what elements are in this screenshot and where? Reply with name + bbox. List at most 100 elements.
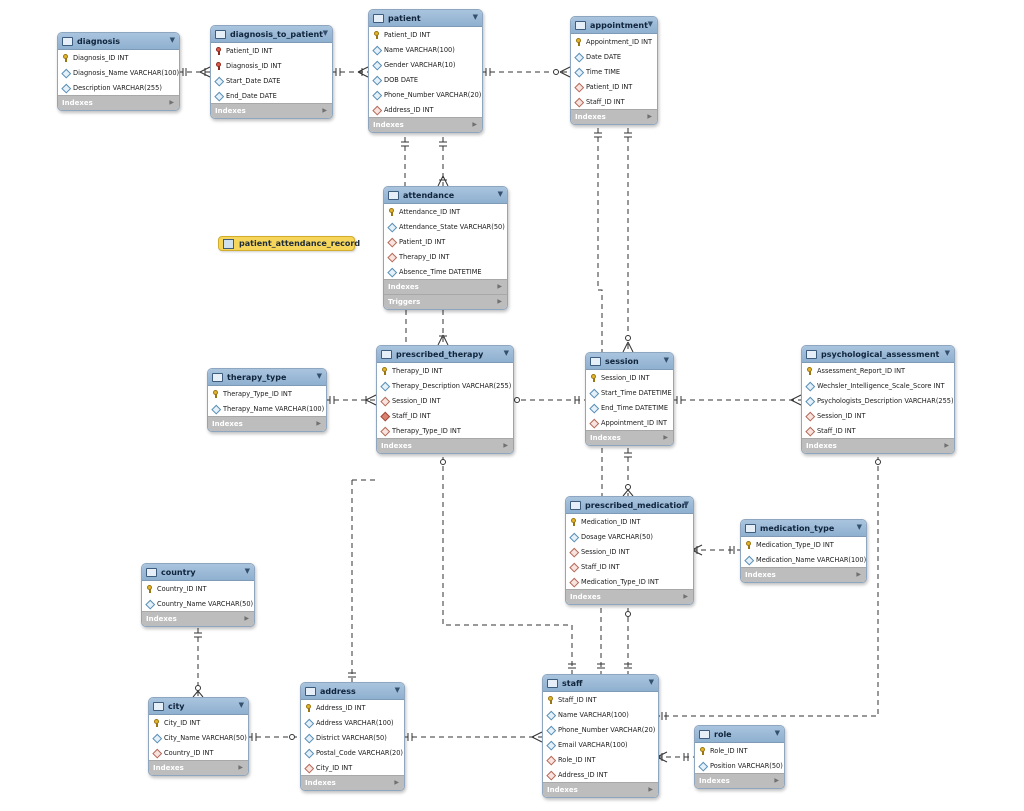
expand-arrow-icon[interactable]: ▶ [503, 442, 508, 449]
column-row[interactable]: Role_ID INT [695, 743, 784, 758]
footer-indexes[interactable]: Indexes▶ [802, 438, 954, 453]
column-row[interactable]: Patient_ID INT [384, 234, 507, 249]
table-header[interactable]: country▼ [142, 564, 254, 581]
collapse-arrow-icon[interactable]: ▼ [472, 13, 478, 21]
expand-arrow-icon[interactable]: ▶ [774, 777, 779, 784]
column-row[interactable]: Gender VARCHAR(10) [369, 57, 482, 72]
column-row[interactable]: Therapy_Description VARCHAR(255) [377, 378, 513, 393]
table-header[interactable]: address▼ [301, 683, 404, 700]
column-row[interactable]: Patient_ID INT [369, 27, 482, 42]
column-row[interactable]: Attendance_State VARCHAR(50) [384, 219, 507, 234]
collapse-arrow-icon[interactable]: ▼ [856, 523, 862, 531]
column-row[interactable]: Date DATE [571, 49, 657, 64]
table-header[interactable]: role▼ [695, 726, 784, 743]
column-row[interactable]: End_Date DATE [211, 88, 332, 103]
column-row[interactable]: Name VARCHAR(100) [369, 42, 482, 57]
column-row[interactable]: Start_Time DATETIME [586, 385, 673, 400]
column-row[interactable]: Address_ID INT [301, 700, 404, 715]
footer-indexes[interactable]: Indexes▶ [741, 567, 866, 582]
column-row[interactable]: Wechsler_Intelligence_Scale_Score INT [802, 378, 954, 393]
footer-indexes[interactable]: Indexes▶ [695, 773, 784, 788]
column-row[interactable]: Patient_ID INT [571, 79, 657, 94]
footer-indexes[interactable]: Indexes▶ [142, 611, 254, 626]
collapse-arrow-icon[interactable]: ▼ [394, 686, 400, 694]
column-row[interactable]: Time TIME [571, 64, 657, 79]
footer-triggers[interactable]: Triggers▶ [384, 294, 507, 309]
footer-indexes[interactable]: Indexes▶ [58, 95, 179, 110]
column-row[interactable]: District VARCHAR(50) [301, 730, 404, 745]
table-header[interactable]: psychological_assessment▼ [802, 346, 954, 363]
collapse-arrow-icon[interactable]: ▼ [774, 729, 780, 737]
column-row[interactable]: End_Time DATETIME [586, 400, 673, 415]
table-header[interactable]: medication_type▼ [741, 520, 866, 537]
column-row[interactable]: Description VARCHAR(255) [58, 80, 179, 95]
table-header[interactable]: diagnosis_to_patient▼ [211, 26, 332, 43]
table-header[interactable]: city▼ [149, 698, 248, 715]
footer-indexes[interactable]: Indexes▶ [586, 430, 673, 445]
expand-arrow-icon[interactable]: ▶ [648, 786, 653, 793]
column-row[interactable]: Staff_ID INT [566, 559, 693, 574]
collapse-arrow-icon[interactable]: ▼ [944, 349, 950, 357]
column-row[interactable]: Staff_ID INT [802, 423, 954, 438]
table-header[interactable]: prescribed_medication▼ [566, 497, 693, 514]
footer-indexes[interactable]: Indexes▶ [149, 760, 248, 775]
column-row[interactable]: Medication_Name VARCHAR(100) [741, 552, 866, 567]
table-header[interactable]: attendance▼ [384, 187, 507, 204]
column-row[interactable]: Name VARCHAR(100) [543, 707, 658, 722]
column-row[interactable]: Medication_Type_ID INT [741, 537, 866, 552]
table-header[interactable]: session▼ [586, 353, 673, 370]
expand-arrow-icon[interactable]: ▶ [944, 442, 949, 449]
column-row[interactable]: Session_ID INT [802, 408, 954, 423]
column-row[interactable]: Dosage VARCHAR(50) [566, 529, 693, 544]
column-row[interactable]: Medication_Type_ID INT [566, 574, 693, 589]
collapse-arrow-icon[interactable]: ▼ [238, 701, 244, 709]
collapse-arrow-icon[interactable]: ▼ [663, 356, 669, 364]
column-row[interactable]: Start_Date DATE [211, 73, 332, 88]
expand-arrow-icon[interactable]: ▶ [322, 107, 327, 114]
column-row[interactable]: Therapy_Type_ID INT [377, 423, 513, 438]
view-patient-attendance-record[interactable]: patient_attendance_record [218, 236, 360, 251]
collapse-arrow-icon[interactable]: ▼ [648, 678, 654, 686]
expand-arrow-icon[interactable]: ▶ [663, 434, 668, 441]
collapse-arrow-icon[interactable]: ▼ [503, 349, 509, 357]
column-row[interactable]: Staff_ID INT [377, 408, 513, 423]
column-row[interactable]: Diagnosis_ID INT [58, 50, 179, 65]
footer-indexes[interactable]: Indexes▶ [208, 416, 326, 431]
footer-indexes[interactable]: Indexes▶ [384, 279, 507, 294]
collapse-arrow-icon[interactable]: ▼ [316, 372, 322, 380]
column-row[interactable]: Role_ID INT [543, 752, 658, 767]
footer-indexes[interactable]: Indexes▶ [566, 589, 693, 604]
column-row[interactable]: Session_ID INT [377, 393, 513, 408]
column-row[interactable]: Postal_Code VARCHAR(20) [301, 745, 404, 760]
column-row[interactable]: Appointment_ID INT [571, 34, 657, 49]
column-row[interactable]: Appointment_ID INT [586, 415, 673, 430]
column-row[interactable]: Staff_ID INT [571, 94, 657, 109]
expand-arrow-icon[interactable]: ▶ [497, 283, 502, 290]
column-row[interactable]: Position VARCHAR(50) [695, 758, 784, 773]
column-row[interactable]: City_ID INT [301, 760, 404, 775]
column-row[interactable]: Attendance_ID INT [384, 204, 507, 219]
table-header[interactable]: diagnosis▼ [58, 33, 179, 50]
table-header[interactable]: therapy_type▼ [208, 369, 326, 386]
column-row[interactable]: Country_ID INT [149, 745, 248, 760]
footer-indexes[interactable]: Indexes▶ [571, 109, 657, 124]
column-row[interactable]: Address_ID INT [369, 102, 482, 117]
column-row[interactable]: DOB DATE [369, 72, 482, 87]
column-row[interactable]: Therapy_Name VARCHAR(100) [208, 401, 326, 416]
column-row[interactable]: Therapy_ID INT [377, 363, 513, 378]
expand-arrow-icon[interactable]: ▶ [316, 420, 321, 427]
expand-arrow-icon[interactable]: ▶ [472, 121, 477, 128]
column-row[interactable]: City_ID INT [149, 715, 248, 730]
expand-arrow-icon[interactable]: ▶ [683, 593, 688, 600]
column-row[interactable]: Therapy_ID INT [384, 249, 507, 264]
column-row[interactable]: City_Name VARCHAR(50) [149, 730, 248, 745]
